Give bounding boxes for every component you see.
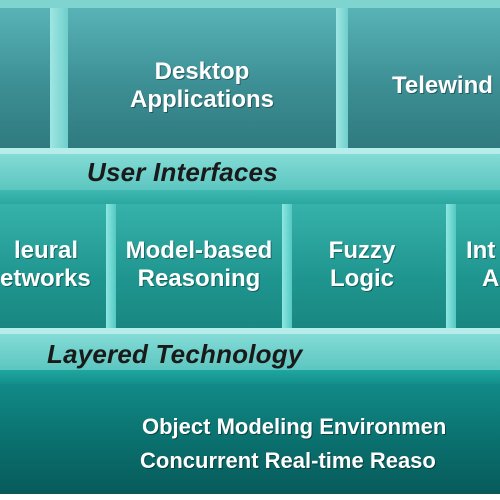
middle-block-fuzzy-logic: Fuzzy Logic xyxy=(292,204,446,328)
neural-networks-line1: leural xyxy=(13,237,78,264)
middle-block-neural-side xyxy=(106,204,116,328)
middle-row-top-face xyxy=(0,190,500,204)
foundation-top-face xyxy=(0,370,500,384)
telewindows-label: Telewind xyxy=(392,72,493,99)
foundation-line1: Object Modeling Environmen xyxy=(142,414,447,439)
user-interfaces-label: User Interfaces xyxy=(87,157,278,187)
middle-block-intelligent-agents: Int A xyxy=(456,204,500,328)
user-interfaces-band xyxy=(0,154,500,190)
model-based-reasoning-line2: Reasoning xyxy=(137,265,261,292)
neural-networks-line2: etworks xyxy=(0,265,91,292)
foundation-line2: Concurrent Real-time Reaso xyxy=(140,448,436,473)
intelligent-agents-line2: A xyxy=(482,265,500,292)
top-block-left xyxy=(0,8,50,148)
user-interfaces-band-top xyxy=(0,148,500,154)
top-block-telewindows: Telewind xyxy=(348,8,500,148)
desktop-applications-line2: Applications xyxy=(129,86,274,113)
fuzzy-logic-line2: Logic xyxy=(330,265,394,292)
top-block-left-side xyxy=(50,8,68,148)
model-based-reasoning-line1: Model-based xyxy=(125,237,273,264)
layered-technology-label: Layered Technology xyxy=(47,339,303,369)
foundation-block: Object Modeling Environmen Concurrent Re… xyxy=(0,384,500,494)
top-block-desktop-applications: Desktop Applications xyxy=(68,8,336,148)
bottom-edge xyxy=(0,494,500,500)
layered-technology-band xyxy=(0,334,500,370)
middle-block-model-based-reasoning: Model-based Reasoning xyxy=(116,204,282,328)
desktop-applications-line1: Desktop xyxy=(154,58,250,85)
middle-block-neural-networks: leural etworks xyxy=(0,204,106,328)
layered-technology-band-top xyxy=(0,328,500,334)
fuzzy-logic-line1: Fuzzy xyxy=(328,237,396,264)
middle-block-fuzzy-side xyxy=(446,204,456,328)
middle-block-model-side xyxy=(282,204,292,328)
top-row-top-face xyxy=(0,0,500,8)
top-block-desktop-side xyxy=(336,8,348,148)
intelligent-agents-line1: Int xyxy=(466,237,496,264)
